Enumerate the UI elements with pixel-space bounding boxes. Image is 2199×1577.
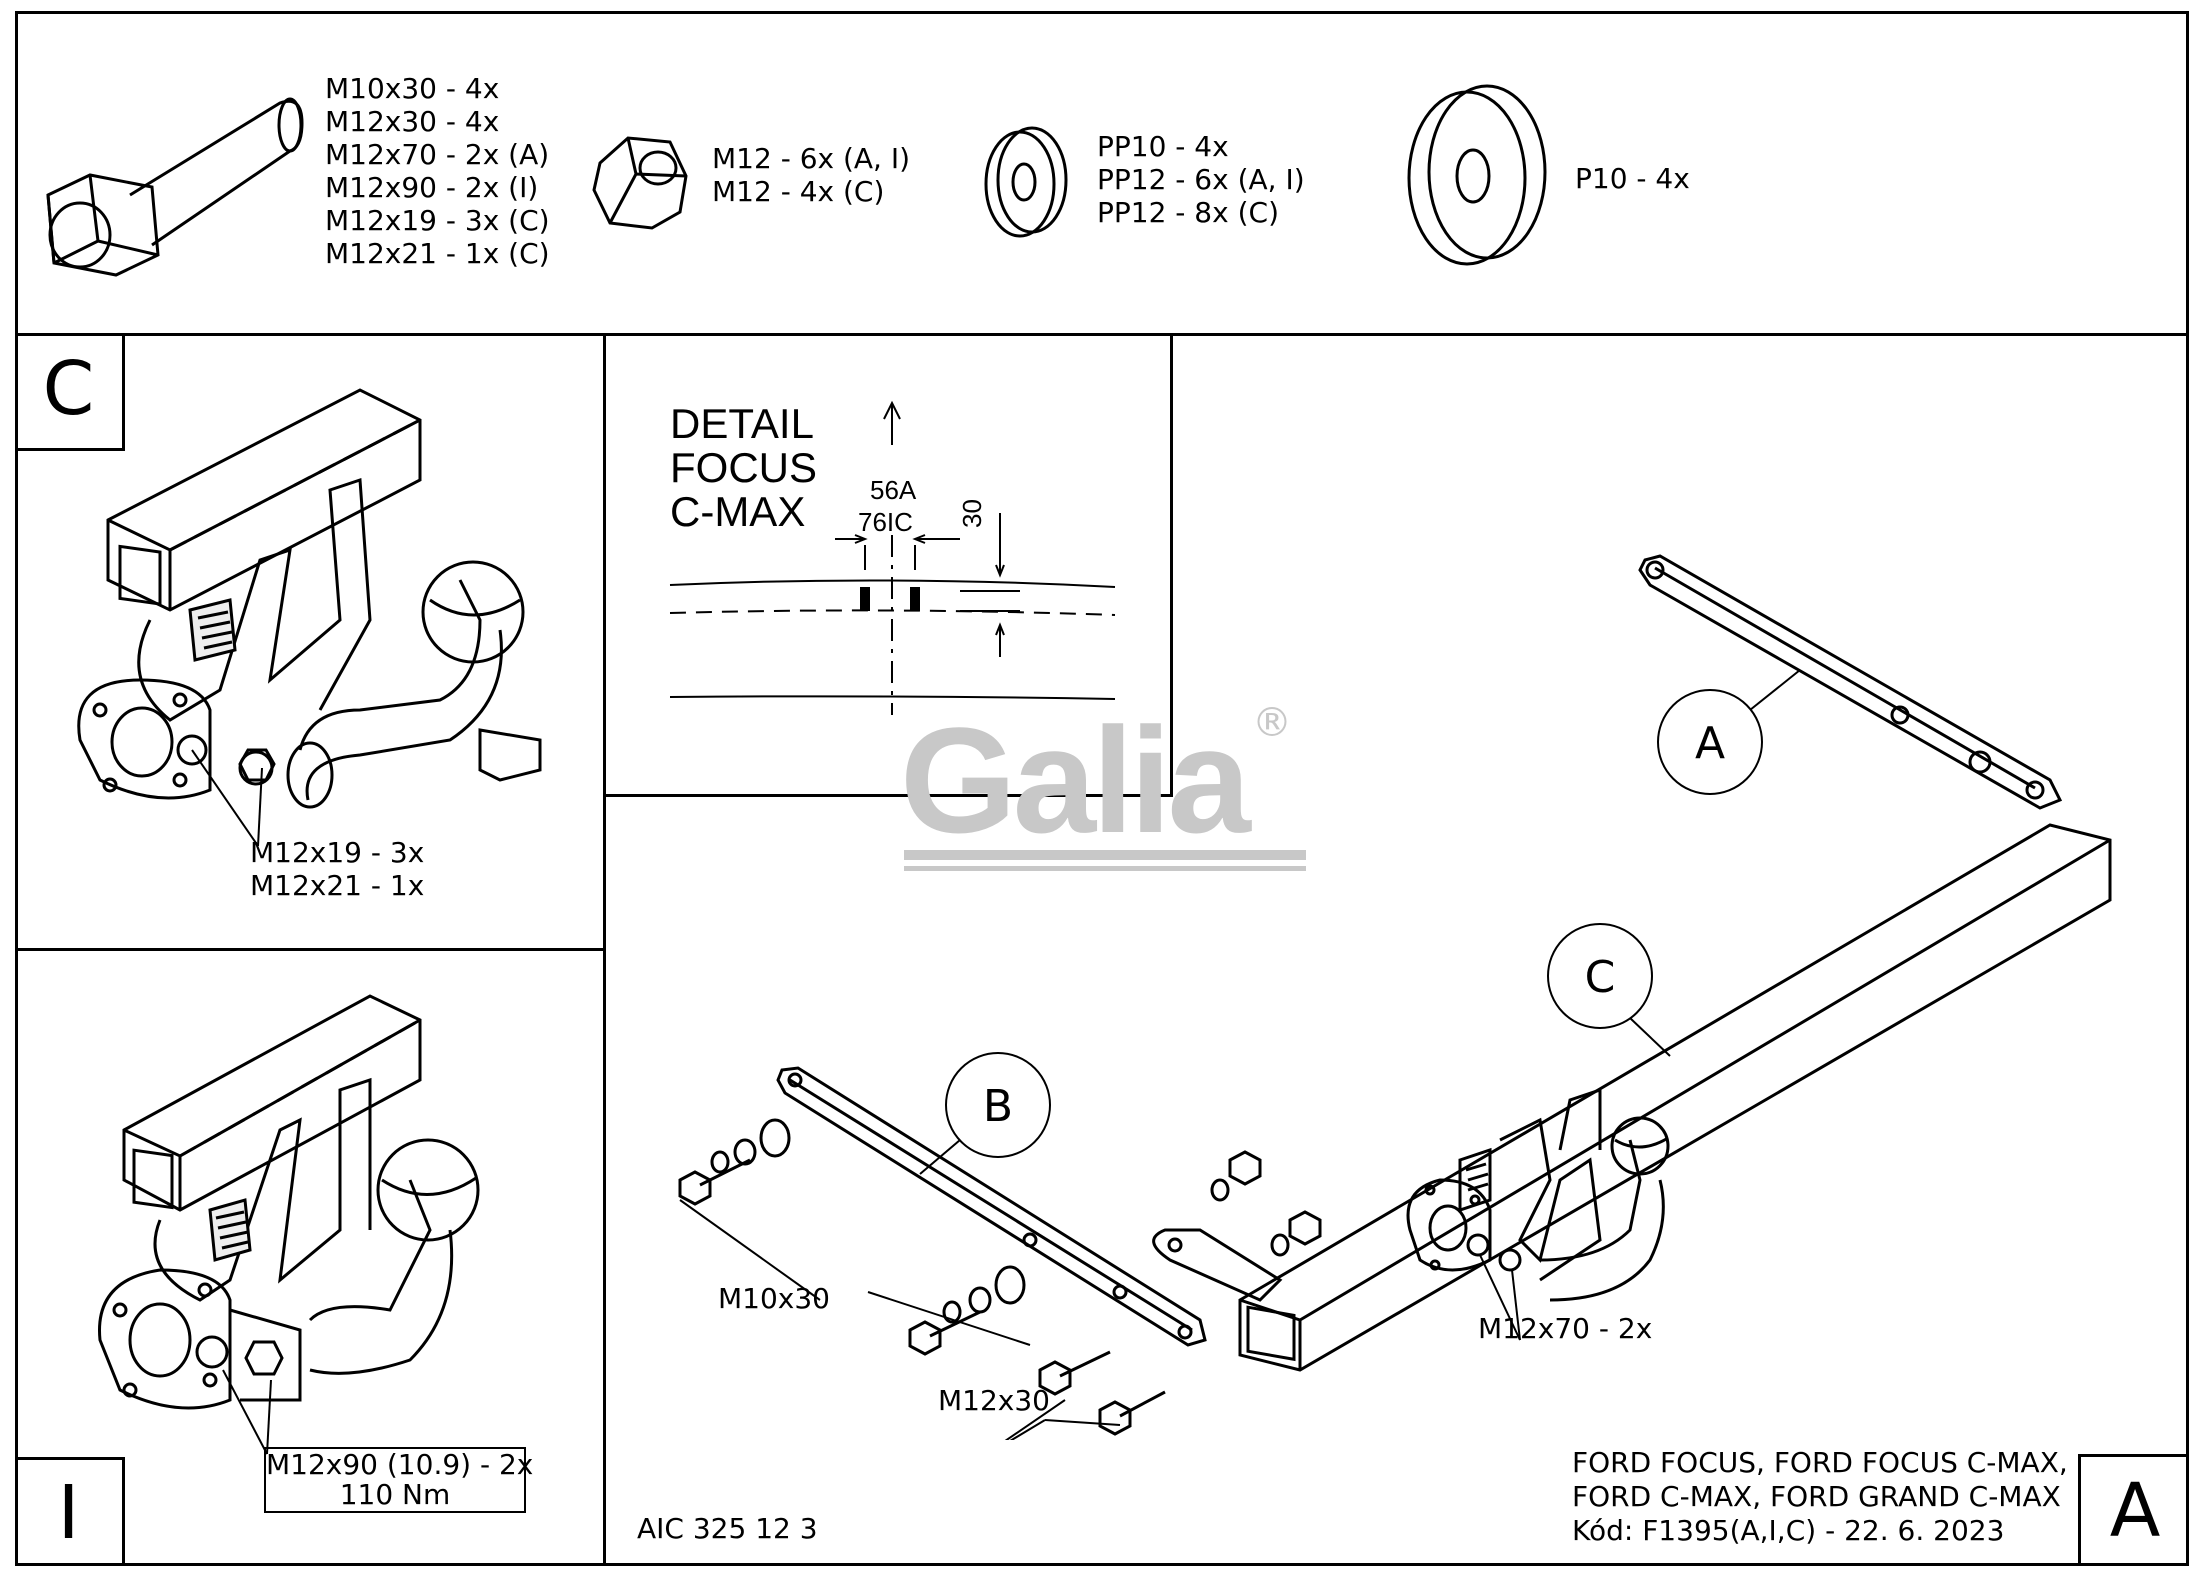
detail-box-right bbox=[1170, 333, 1173, 796]
panel-i-spec-line-2: 110 Nm bbox=[339, 1478, 451, 1511]
footer-models: FORD FOCUS, FORD FOCUS C-MAX, FORD C-MAX… bbox=[1572, 1446, 2068, 1548]
hex-nut-icon bbox=[588, 128, 693, 237]
footer-models-line-2: FORD C-MAX, FORD GRAND C-MAX bbox=[1572, 1480, 2061, 1513]
bolt-line-3: M12x70 - 2x (A) bbox=[325, 138, 550, 171]
washer-line-1: PP10 - 4x bbox=[1097, 130, 1229, 163]
detail-title-line-2: FOCUS bbox=[670, 444, 817, 491]
panel-c-label: M12x19 - 3x M12x21 - 1x bbox=[250, 836, 424, 902]
panel-c-label-line-1: M12x19 - 3x bbox=[250, 836, 425, 869]
footer-models-line-3: Kód: F1395(A,I,C) - 22. 6. 2023 bbox=[1572, 1514, 2005, 1547]
panel-c-label-line-2: M12x21 - 1x bbox=[250, 869, 425, 902]
washer-line-2: PP12 - 6x (A, I) bbox=[1097, 163, 1305, 196]
bolt-list: M10x30 - 4x M12x30 - 4x M12x70 - 2x (A) … bbox=[325, 72, 550, 270]
galia-logo-underline bbox=[904, 850, 1306, 860]
detail-title-line-1: DETAIL bbox=[670, 400, 814, 447]
galia-logo: Galia ® bbox=[900, 700, 1310, 880]
main-assembly-drawing: A C B bbox=[640, 540, 2140, 1466]
large-washer-list: P10 - 4x bbox=[1575, 162, 1690, 195]
nut-list: M12 - 6x (A, I) M12 - 4x (C) bbox=[712, 142, 910, 208]
large-washer-icon bbox=[1395, 80, 1555, 274]
washer-list: PP10 - 4x PP12 - 6x (A, I) PP12 - 8x (C) bbox=[1097, 130, 1305, 229]
outer-frame bbox=[15, 11, 2189, 1566]
callout-b: B bbox=[983, 1081, 1013, 1132]
corner-letter-box: A bbox=[2078, 1454, 2189, 1566]
panel-i-drawing bbox=[90, 980, 550, 1444]
detail-dim-56a: 56A bbox=[870, 475, 917, 505]
detail-dim-30: 30 bbox=[957, 499, 987, 528]
washer-line-3: PP12 - 8x (C) bbox=[1097, 196, 1279, 229]
bolt-line-4: M12x90 - 2x (I) bbox=[325, 171, 539, 204]
left-panels-divider bbox=[15, 948, 605, 951]
galia-registered-mark: ® bbox=[1252, 700, 1292, 746]
nut-line-2: M12 - 4x (C) bbox=[712, 175, 885, 208]
bolt-line-1: M10x30 - 4x bbox=[325, 72, 500, 105]
panel-c-drawing bbox=[60, 380, 560, 864]
label-m12x70: M12x70 - 2x bbox=[1478, 1312, 1653, 1345]
panel-i-spec-box: M12x90 (10.9) - 2x 110 Nm bbox=[264, 1447, 534, 1513]
panel-i-letter-box: I bbox=[15, 1457, 125, 1566]
large-washer-line-1: P10 - 4x bbox=[1575, 162, 1690, 195]
hex-bolt-icon bbox=[40, 85, 310, 289]
footer-models-line-1: FORD FOCUS, FORD FOCUS C-MAX, bbox=[1572, 1446, 2068, 1479]
nut-line-1: M12 - 6x (A, I) bbox=[712, 142, 911, 175]
detail-drawing bbox=[660, 395, 1130, 729]
label-m10x30: M10x30 bbox=[718, 1282, 830, 1315]
footer-code: AIC 325 12 3 bbox=[637, 1512, 818, 1545]
detail-title: DETAIL FOCUS C-MAX bbox=[670, 402, 817, 534]
bolt-line-5: M12x19 - 3x (C) bbox=[325, 204, 550, 237]
detail-box-bottom bbox=[603, 794, 1173, 797]
panel-c-leaders bbox=[191, 749, 263, 847]
hardware-divider bbox=[15, 333, 2189, 336]
bolt-line-6: M12x21 - 1x (C) bbox=[325, 237, 550, 270]
galia-logo-underline-thin bbox=[904, 866, 1306, 871]
galia-logo-text: Galia bbox=[900, 696, 1251, 864]
panel-i-spec-line-1: M12x90 (10.9) - 2x bbox=[266, 1448, 534, 1481]
callout-a: A bbox=[1695, 718, 1725, 769]
panel-c-letter: C bbox=[42, 346, 95, 432]
bolt-line-2: M12x30 - 4x bbox=[325, 105, 500, 138]
callout-c: C bbox=[1585, 952, 1616, 1003]
panel-i-leaders bbox=[222, 1369, 272, 1455]
panel-c-letter-box: C bbox=[15, 333, 125, 451]
corner-letter: A bbox=[2109, 1468, 2161, 1554]
detail-dim-76ic: 76IC bbox=[858, 507, 913, 537]
washer-icon bbox=[982, 122, 1072, 246]
label-m12x30: M12x30 bbox=[938, 1384, 1050, 1417]
detail-title-line-3: C-MAX bbox=[670, 488, 806, 535]
panel-i-letter: I bbox=[57, 1470, 80, 1556]
